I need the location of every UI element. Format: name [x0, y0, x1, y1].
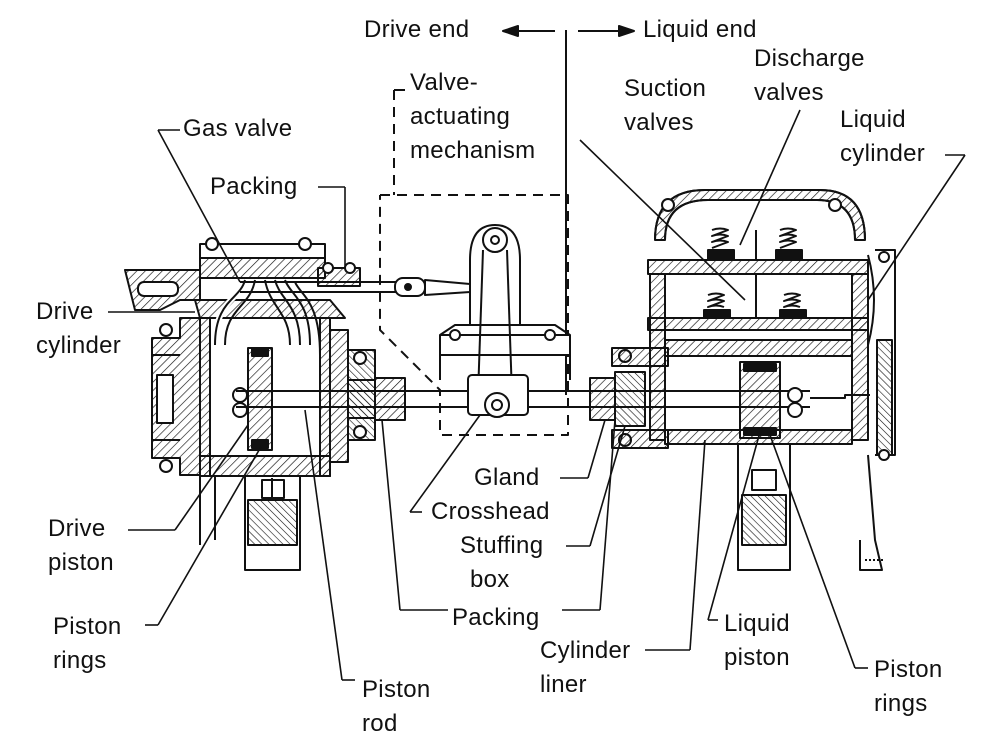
label-line: Cylinder [540, 637, 631, 664]
label-stuffing-box: Stuffing box [460, 529, 543, 597]
drive-stuffing-box [347, 377, 406, 421]
label-valve-actuating-mechanism: Valve- actuating mechanism [410, 66, 535, 168]
label-line: Piston [53, 613, 122, 640]
liquid-cylinder [647, 189, 896, 571]
suction-valves [703, 274, 807, 319]
label-line: cylinder [36, 332, 122, 359]
drive-cylinder [124, 237, 376, 571]
label-drive-piston: Drive piston [48, 512, 114, 580]
label-line: Liquid [724, 610, 790, 637]
label-piston-rings-left: Piston rings [53, 610, 122, 678]
label-packing-top: Packing [210, 173, 298, 200]
leader-lines [108, 109, 966, 681]
discharge-valves [707, 227, 803, 261]
label-suction-valves: Suction valves [624, 72, 706, 140]
label-piston-rod: Piston rod [362, 673, 431, 741]
valve-actuating-box [379, 89, 569, 436]
label-line: Piston [874, 656, 943, 683]
label-line: rings [874, 690, 928, 717]
crosshead-mechanism [439, 224, 571, 418]
label-line: piston [48, 549, 114, 576]
label-gland: Gland [474, 464, 540, 491]
label-line: valves [624, 109, 694, 136]
label-drive-cylinder: Drive cylinder [36, 295, 121, 363]
label-crosshead: Crosshead [431, 498, 550, 525]
label-line: Piston [362, 676, 431, 703]
label-line: mechanism [410, 137, 536, 164]
label-line: box [470, 566, 510, 593]
label-line: valves [754, 79, 824, 106]
label-line: Discharge [754, 45, 865, 72]
label-line: rings [53, 647, 107, 674]
label-line: Drive [36, 298, 94, 325]
label-line: actuating [410, 103, 511, 130]
label-line: Valve- [410, 69, 479, 96]
label-line: liner [540, 671, 587, 698]
label-line: piston [724, 644, 790, 671]
label-line: Suction [624, 75, 707, 102]
label-packing-bottom: Packing [452, 604, 540, 631]
label-cylinder-liner: Cylinder liner [540, 634, 630, 702]
label-discharge-valves: Discharge valves [754, 42, 865, 110]
label-liquid-end: Liquid end [643, 16, 757, 43]
label-drive-end: Drive end [364, 16, 470, 43]
label-liquid-cylinder: Liquid cylinder [840, 103, 925, 171]
label-line: rod [362, 710, 398, 737]
label-line: cylinder [840, 140, 926, 167]
label-line: Drive [48, 515, 106, 542]
label-piston-rings-right: Piston rings [874, 653, 943, 721]
label-line: Stuffing [460, 532, 544, 559]
label-liquid-piston: Liquid piston [724, 607, 790, 675]
label-gas-valve: Gas valve [183, 115, 293, 142]
label-line: Liquid [840, 106, 906, 133]
